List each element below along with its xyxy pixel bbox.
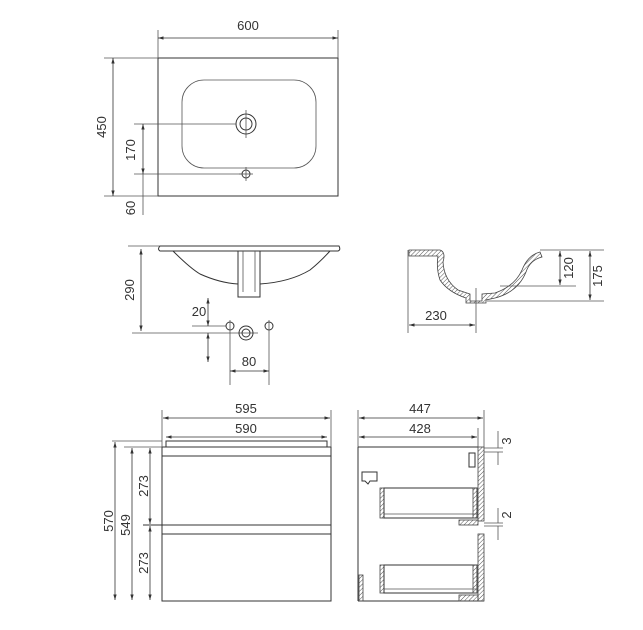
dim-drawer-lower: 273	[136, 552, 151, 574]
hole-icon	[264, 320, 274, 385]
dim-width: 600	[237, 18, 259, 33]
dim-drain-offset: 20	[192, 304, 206, 319]
drain-icon	[238, 325, 254, 341]
back-panel	[477, 533, 485, 602]
dim-gap-top: 3	[499, 437, 514, 444]
countertop	[165, 440, 328, 448]
hole-icon	[225, 320, 235, 385]
dim-cabinet-width: 590	[235, 421, 257, 436]
drain-icon	[235, 110, 257, 138]
cabinet-front-view: 595 590 570 549 273 273	[101, 401, 332, 602]
top-view: 600 450 170 60	[94, 18, 339, 215]
dim-body-height: 549	[118, 514, 133, 536]
front-view: 290 20 80	[122, 245, 341, 385]
dim-cabinet-depth: 428	[409, 421, 431, 436]
hanger-icon	[468, 452, 476, 468]
section-view: 120 175 230	[407, 249, 605, 333]
dim-tap-to-drain: 170	[123, 139, 138, 161]
basin-outline	[157, 57, 339, 197]
dim-drain-height: 290	[122, 279, 137, 301]
dim-drain-distance: 230	[425, 308, 447, 323]
drawer-handle-icon	[361, 471, 378, 485]
back-panel	[477, 446, 485, 522]
dim-drawer-upper: 273	[136, 475, 151, 497]
dim-total-depth: 175	[590, 265, 605, 287]
dim-top-depth: 447	[409, 401, 431, 416]
dim-top-width: 595	[235, 401, 257, 416]
dim-bowl-depth: 120	[561, 257, 576, 279]
dim-tap-offset: 60	[123, 201, 138, 215]
dim-hole-spacing: 80	[242, 354, 256, 369]
cabinet-body	[161, 446, 332, 602]
dim-total-height: 570	[101, 510, 116, 532]
dim-gap-middle: 2	[499, 511, 514, 518]
cabinet-side-view: 447 428 3 2	[357, 401, 514, 602]
dim-depth: 450	[94, 116, 109, 138]
